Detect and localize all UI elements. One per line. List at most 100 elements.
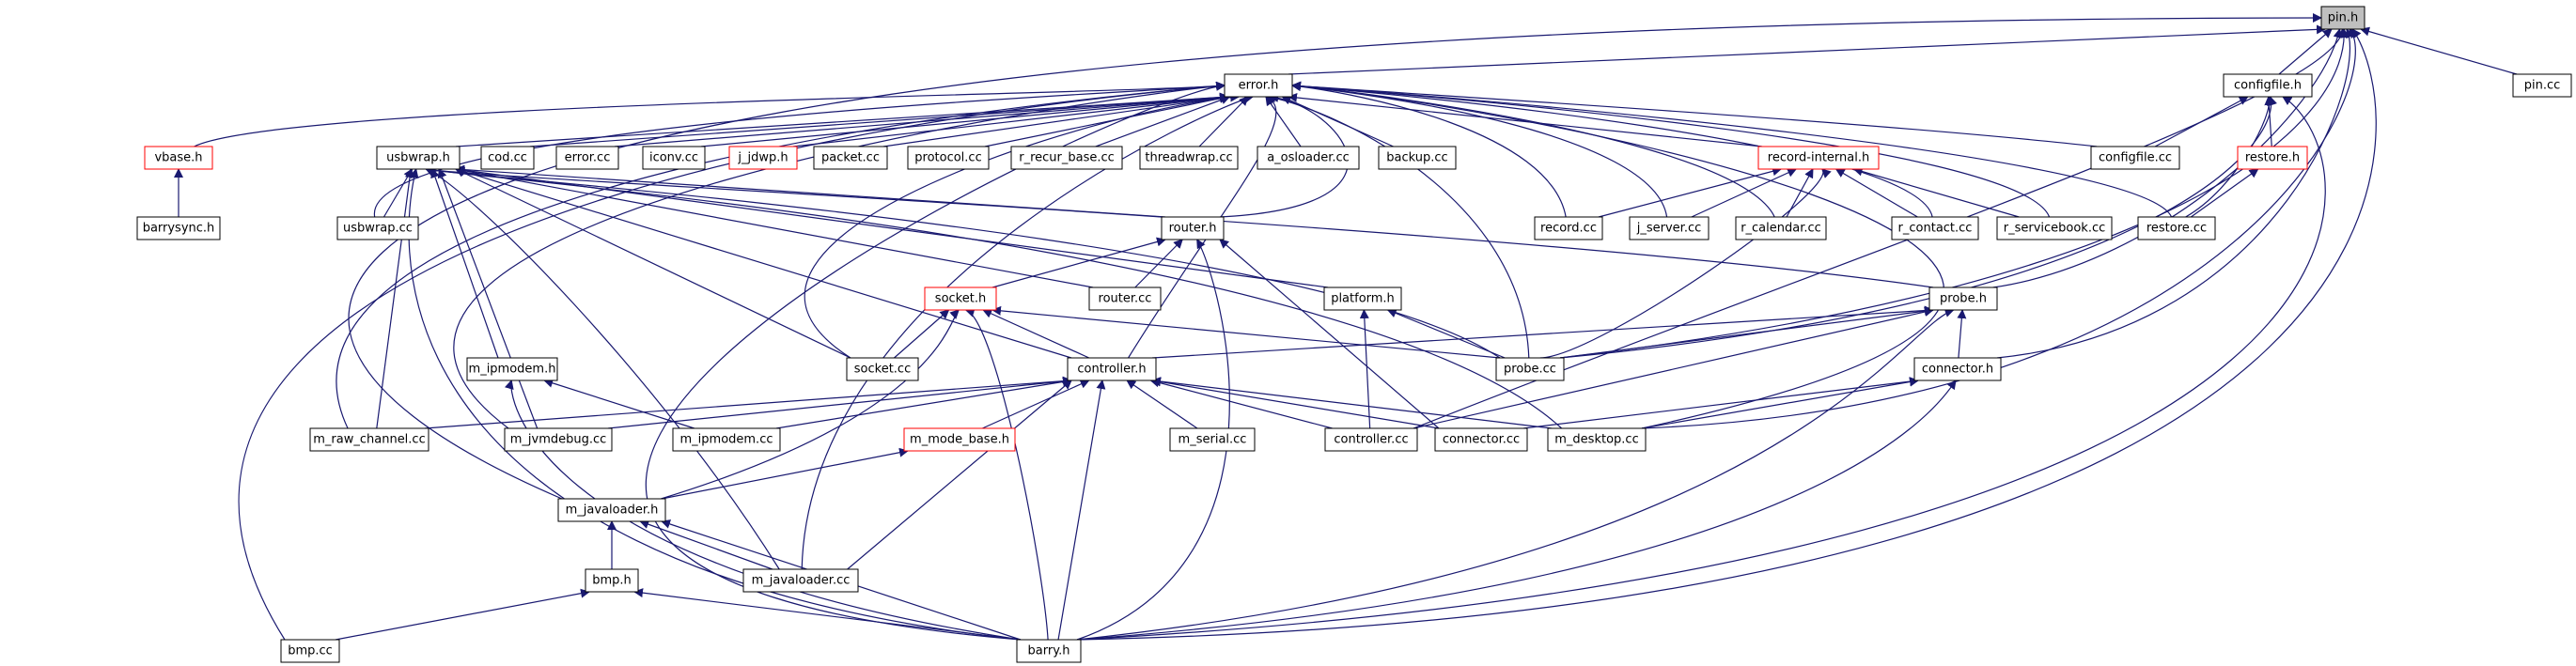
node-record-internal-h[interactable]: record-internal.h xyxy=(1757,146,1880,170)
node-r-calendar-cc[interactable]: r_calendar.cc xyxy=(1735,216,1827,240)
node-label: m_mode_base.h xyxy=(910,433,1009,447)
node-m-mode-base-h[interactable]: m_mode_base.h xyxy=(903,427,1016,452)
edge-r-servicebook-cc-to-record-internal-h xyxy=(1852,166,2020,218)
node-packet-cc[interactable]: packet.cc xyxy=(813,146,888,170)
node-error-h[interactable]: error.h xyxy=(1224,73,1293,98)
edge-barry-h-to-usbwrap-h xyxy=(408,168,1022,641)
node-protocol-cc[interactable]: protocol.cc xyxy=(907,146,990,170)
node-box xyxy=(144,146,213,170)
node-label: m_jvmdebug.cc xyxy=(510,433,607,447)
node-usbwrap-cc[interactable]: usbwrap.cc xyxy=(336,216,419,240)
edge-a-osloader-cc-to-error-h xyxy=(1265,96,1302,147)
node-box xyxy=(813,146,888,170)
node-error-cc[interactable]: error.cc xyxy=(555,146,619,170)
node-label: j_jdwp.h xyxy=(737,151,788,165)
edge-m-javaloader-cc-to-controller-h xyxy=(847,379,1072,570)
node-label: bmp.cc xyxy=(288,644,333,658)
node-m-desktop-cc[interactable]: m_desktop.cc xyxy=(1547,427,1647,452)
node-restore-h[interactable]: restore.h xyxy=(2237,146,2308,170)
node-bmp-cc[interactable]: bmp.cc xyxy=(280,639,340,663)
node-controller-h[interactable]: controller.h xyxy=(1067,357,1157,381)
node-label: connector.cc xyxy=(1443,433,1520,447)
edge-connector-h-to-pin-h xyxy=(1996,28,2355,359)
node-configfile-cc[interactable]: configfile.cc xyxy=(2090,146,2180,170)
node-router-h[interactable]: router.h xyxy=(1161,216,1225,240)
node-box xyxy=(672,427,781,452)
edge-j-server-cc-to-record-internal-h xyxy=(1691,168,1798,218)
node-label: barry.h xyxy=(1028,644,1070,658)
node-backup-cc[interactable]: backup.cc xyxy=(1378,146,1457,170)
node-a-osloader-cc[interactable]: a_osloader.cc xyxy=(1257,146,1360,170)
node-m-ipmodem-cc[interactable]: m_ipmodem.cc xyxy=(672,427,781,452)
node-label: controller.cc xyxy=(1334,433,1408,447)
node-box xyxy=(728,146,798,170)
node-label: record.cc xyxy=(1540,222,1597,236)
edge-controller-cc-to-pin-h xyxy=(1413,28,2348,429)
node-barry-h[interactable]: barry.h xyxy=(1016,639,1082,663)
node-r-servicebook-cc[interactable]: r_servicebook.cc xyxy=(1996,216,2113,240)
node-threadwrap-cc[interactable]: threadwrap.cc xyxy=(1139,146,1239,170)
node-j-server-cc[interactable]: j_server.cc xyxy=(1629,216,1710,240)
edge-controller-h-to-error-h xyxy=(1128,95,1277,359)
node-label: router.h xyxy=(1169,222,1217,236)
node-label: m_ipmodem.cc xyxy=(680,433,773,447)
edge-configfile-cc-to-configfile-h xyxy=(2154,96,2249,147)
node-box xyxy=(1169,427,1256,452)
edge-m-jvmdebug-cc-to-error-h xyxy=(453,81,1226,429)
node-m-raw-channel-cc[interactable]: m_raw_channel.cc xyxy=(309,427,429,452)
node-barrysync-h[interactable]: barrysync.h xyxy=(136,216,221,240)
node-box xyxy=(1016,639,1082,663)
node-bmp-h[interactable]: bmp.h xyxy=(585,568,639,593)
edge-controller-h-to-usbwrap-h xyxy=(455,166,1072,359)
node-label: error.cc xyxy=(565,151,611,165)
node-cod-cc[interactable]: cod.cc xyxy=(480,146,535,170)
node-label: barrysync.h xyxy=(143,222,215,236)
node-record-cc[interactable]: record.cc xyxy=(1534,216,1603,240)
node-platform-h[interactable]: platform.h xyxy=(1323,287,1402,311)
node-pin-cc[interactable]: pin.cc xyxy=(2512,73,2572,98)
node-connector-h[interactable]: connector.h xyxy=(1913,357,2002,381)
edge-socket-cc-to-error-h xyxy=(804,92,1241,359)
node-label: restore.cc xyxy=(2147,222,2207,236)
node-connector-cc[interactable]: connector.cc xyxy=(1434,427,1528,452)
node-pin-h[interactable]: pin.h xyxy=(2320,6,2365,30)
node-label: usbwrap.h xyxy=(386,151,450,165)
edge-r-contact-cc-to-record-internal-h xyxy=(1834,168,1918,218)
node-probe-cc[interactable]: probe.cc xyxy=(1495,357,1565,381)
node-box xyxy=(1735,216,1827,240)
edge-protocol-cc-to-error-h xyxy=(984,93,1229,147)
node-label: cod.cc xyxy=(488,151,527,165)
node-box xyxy=(742,568,859,593)
node-vbase-h[interactable]: vbase.h xyxy=(144,146,213,170)
node-m-javaloader-cc[interactable]: m_javaloader.cc xyxy=(742,568,859,593)
node-r-recur-base-cc[interactable]: r_recur_base.cc xyxy=(1010,146,1123,170)
node-box xyxy=(642,146,706,170)
node-r-contact-cc[interactable]: r_contact.cc xyxy=(1891,216,1979,240)
node-controller-cc[interactable]: controller.cc xyxy=(1324,427,1418,452)
edge-barry-h-to-configfile-h xyxy=(1076,96,2326,641)
node-router-cc[interactable]: router.cc xyxy=(1088,287,1162,311)
edge-router-cc-to-usbwrap-h xyxy=(455,165,1094,288)
node-usbwrap-h[interactable]: usbwrap.h xyxy=(376,146,461,170)
node-configfile-h[interactable]: configfile.h xyxy=(2223,73,2313,98)
node-socket-cc[interactable]: socket.cc xyxy=(846,357,919,381)
edge-pin-cc-to-pin-h xyxy=(2360,26,2518,75)
node-m-javaloader-h[interactable]: m_javaloader.h xyxy=(557,498,666,522)
edge-barry-h-to-controller-h xyxy=(1057,379,1106,641)
node-j-jdwp-h[interactable]: j_jdwp.h xyxy=(728,146,798,170)
node-m-jvmdebug-cc[interactable]: m_jvmdebug.cc xyxy=(504,427,613,452)
edge-restore-cc-to-error-h xyxy=(1291,81,2173,218)
node-restore-cc[interactable]: restore.cc xyxy=(2137,216,2216,240)
node-m-serial-cc[interactable]: m_serial.cc xyxy=(1169,427,1256,452)
node-probe-h[interactable]: probe.h xyxy=(1928,287,1998,311)
edge-router-cc-to-router-h xyxy=(1134,239,1183,288)
node-m-ipmodem-h[interactable]: m_ipmodem.h xyxy=(466,357,558,381)
edge-m-javaloader-h-to-m-mode-base-h xyxy=(661,447,909,500)
node-label: configfile.h xyxy=(2234,79,2302,93)
node-label: record-internal.h xyxy=(1768,151,1869,165)
node-socket-h[interactable]: socket.h xyxy=(924,287,997,311)
node-iconv-cc[interactable]: iconv.cc xyxy=(642,146,706,170)
node-box xyxy=(1996,216,2113,240)
node-label: r_calendar.cc xyxy=(1741,222,1821,236)
